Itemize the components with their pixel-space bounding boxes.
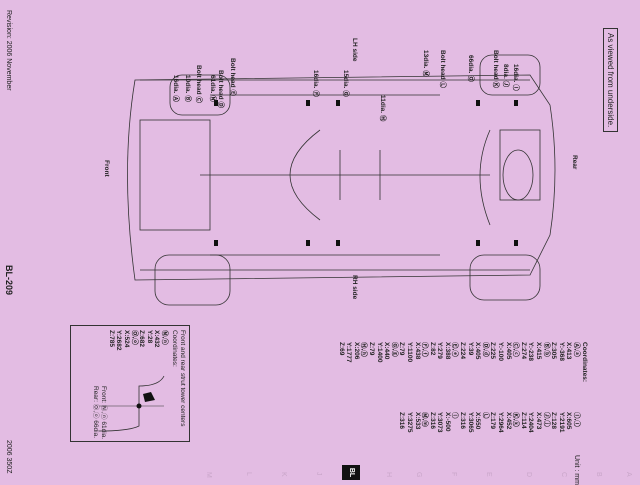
index-d[interactable]: D [525, 472, 532, 478]
diff [502, 149, 534, 201]
underbody-diagram [127, 54, 556, 306]
page-number: BL-209 [4, 265, 14, 296]
callout-l: Bolt head Ⓛ [439, 50, 446, 88]
rear-right-wheel [469, 254, 541, 301]
drivetrain [200, 129, 491, 226]
index-c[interactable]: C [560, 472, 567, 478]
rear-left-wheel [479, 54, 541, 96]
callout-f: 16dia. Ⓕ [312, 70, 319, 97]
index-k[interactable]: K [280, 472, 287, 477]
inset-rear-note: Rear: Ⓞ,ⓞ 66dia. [92, 386, 99, 439]
callout-e: Bolt head Ⓔ [229, 58, 236, 96]
inset-front-note: Front: Ⓝ,ⓝ 61dia. [100, 386, 107, 440]
front-label: Front [103, 160, 110, 177]
arrow-markers [214, 100, 518, 246]
front-subframe [139, 119, 211, 231]
index-e[interactable]: E [485, 472, 492, 477]
car-body-outline [127, 74, 556, 281]
callout-n: 61dia. Ⓝ [209, 75, 216, 102]
side-tab-bl[interactable]: BL [342, 465, 360, 480]
lh-side-label: LH side [351, 38, 358, 62]
index-m[interactable]: M [205, 472, 212, 478]
front-right-wheel [154, 254, 231, 306]
side-rails [140, 79, 530, 271]
callout-c: Bolt head Ⓒ [195, 65, 202, 103]
index-f[interactable]: F [450, 472, 457, 477]
strut-tower-inset: Front and rear strut tower centers Coord… [70, 325, 190, 442]
strut-tower-sketch [98, 375, 165, 432]
model-footer: 2006 350Z [5, 440, 12, 474]
callout-g: 15dia. Ⓖ [342, 70, 349, 97]
index-l[interactable]: L [245, 472, 252, 476]
callout-o: 66dia. Ⓞ [467, 55, 474, 82]
inset-subtitle: Coordinates: [171, 330, 178, 367]
rh-side-label: RH side [351, 275, 358, 300]
index-j[interactable]: J [315, 472, 322, 476]
callout-m: 13dia. Ⓜ [422, 50, 429, 77]
inset-title: Front and rear strut tower centers [179, 330, 186, 427]
index-b[interactable]: B [595, 472, 602, 477]
callout-k: Bolt head Ⓚ [492, 50, 499, 88]
callout-i: 16dia. Ⓘ [512, 64, 519, 91]
callout-a: 16dia. Ⓐ [172, 75, 179, 102]
callout-j: 8dia. Ⓙ [502, 64, 509, 88]
callout-h: 11dia. Ⓗ [379, 95, 386, 122]
index-h[interactable]: H [385, 472, 392, 478]
index-a[interactable]: A [625, 472, 632, 477]
revision-footer: Revision: 2006 November [5, 10, 12, 91]
index-g[interactable]: G [415, 472, 422, 478]
callout-b: 10dia. Ⓑ [184, 75, 191, 102]
coordinates-title: Coordinates: [581, 342, 588, 383]
callout-d: Bolt head Ⓓ [217, 70, 224, 108]
rear-label: Rear [571, 155, 578, 170]
